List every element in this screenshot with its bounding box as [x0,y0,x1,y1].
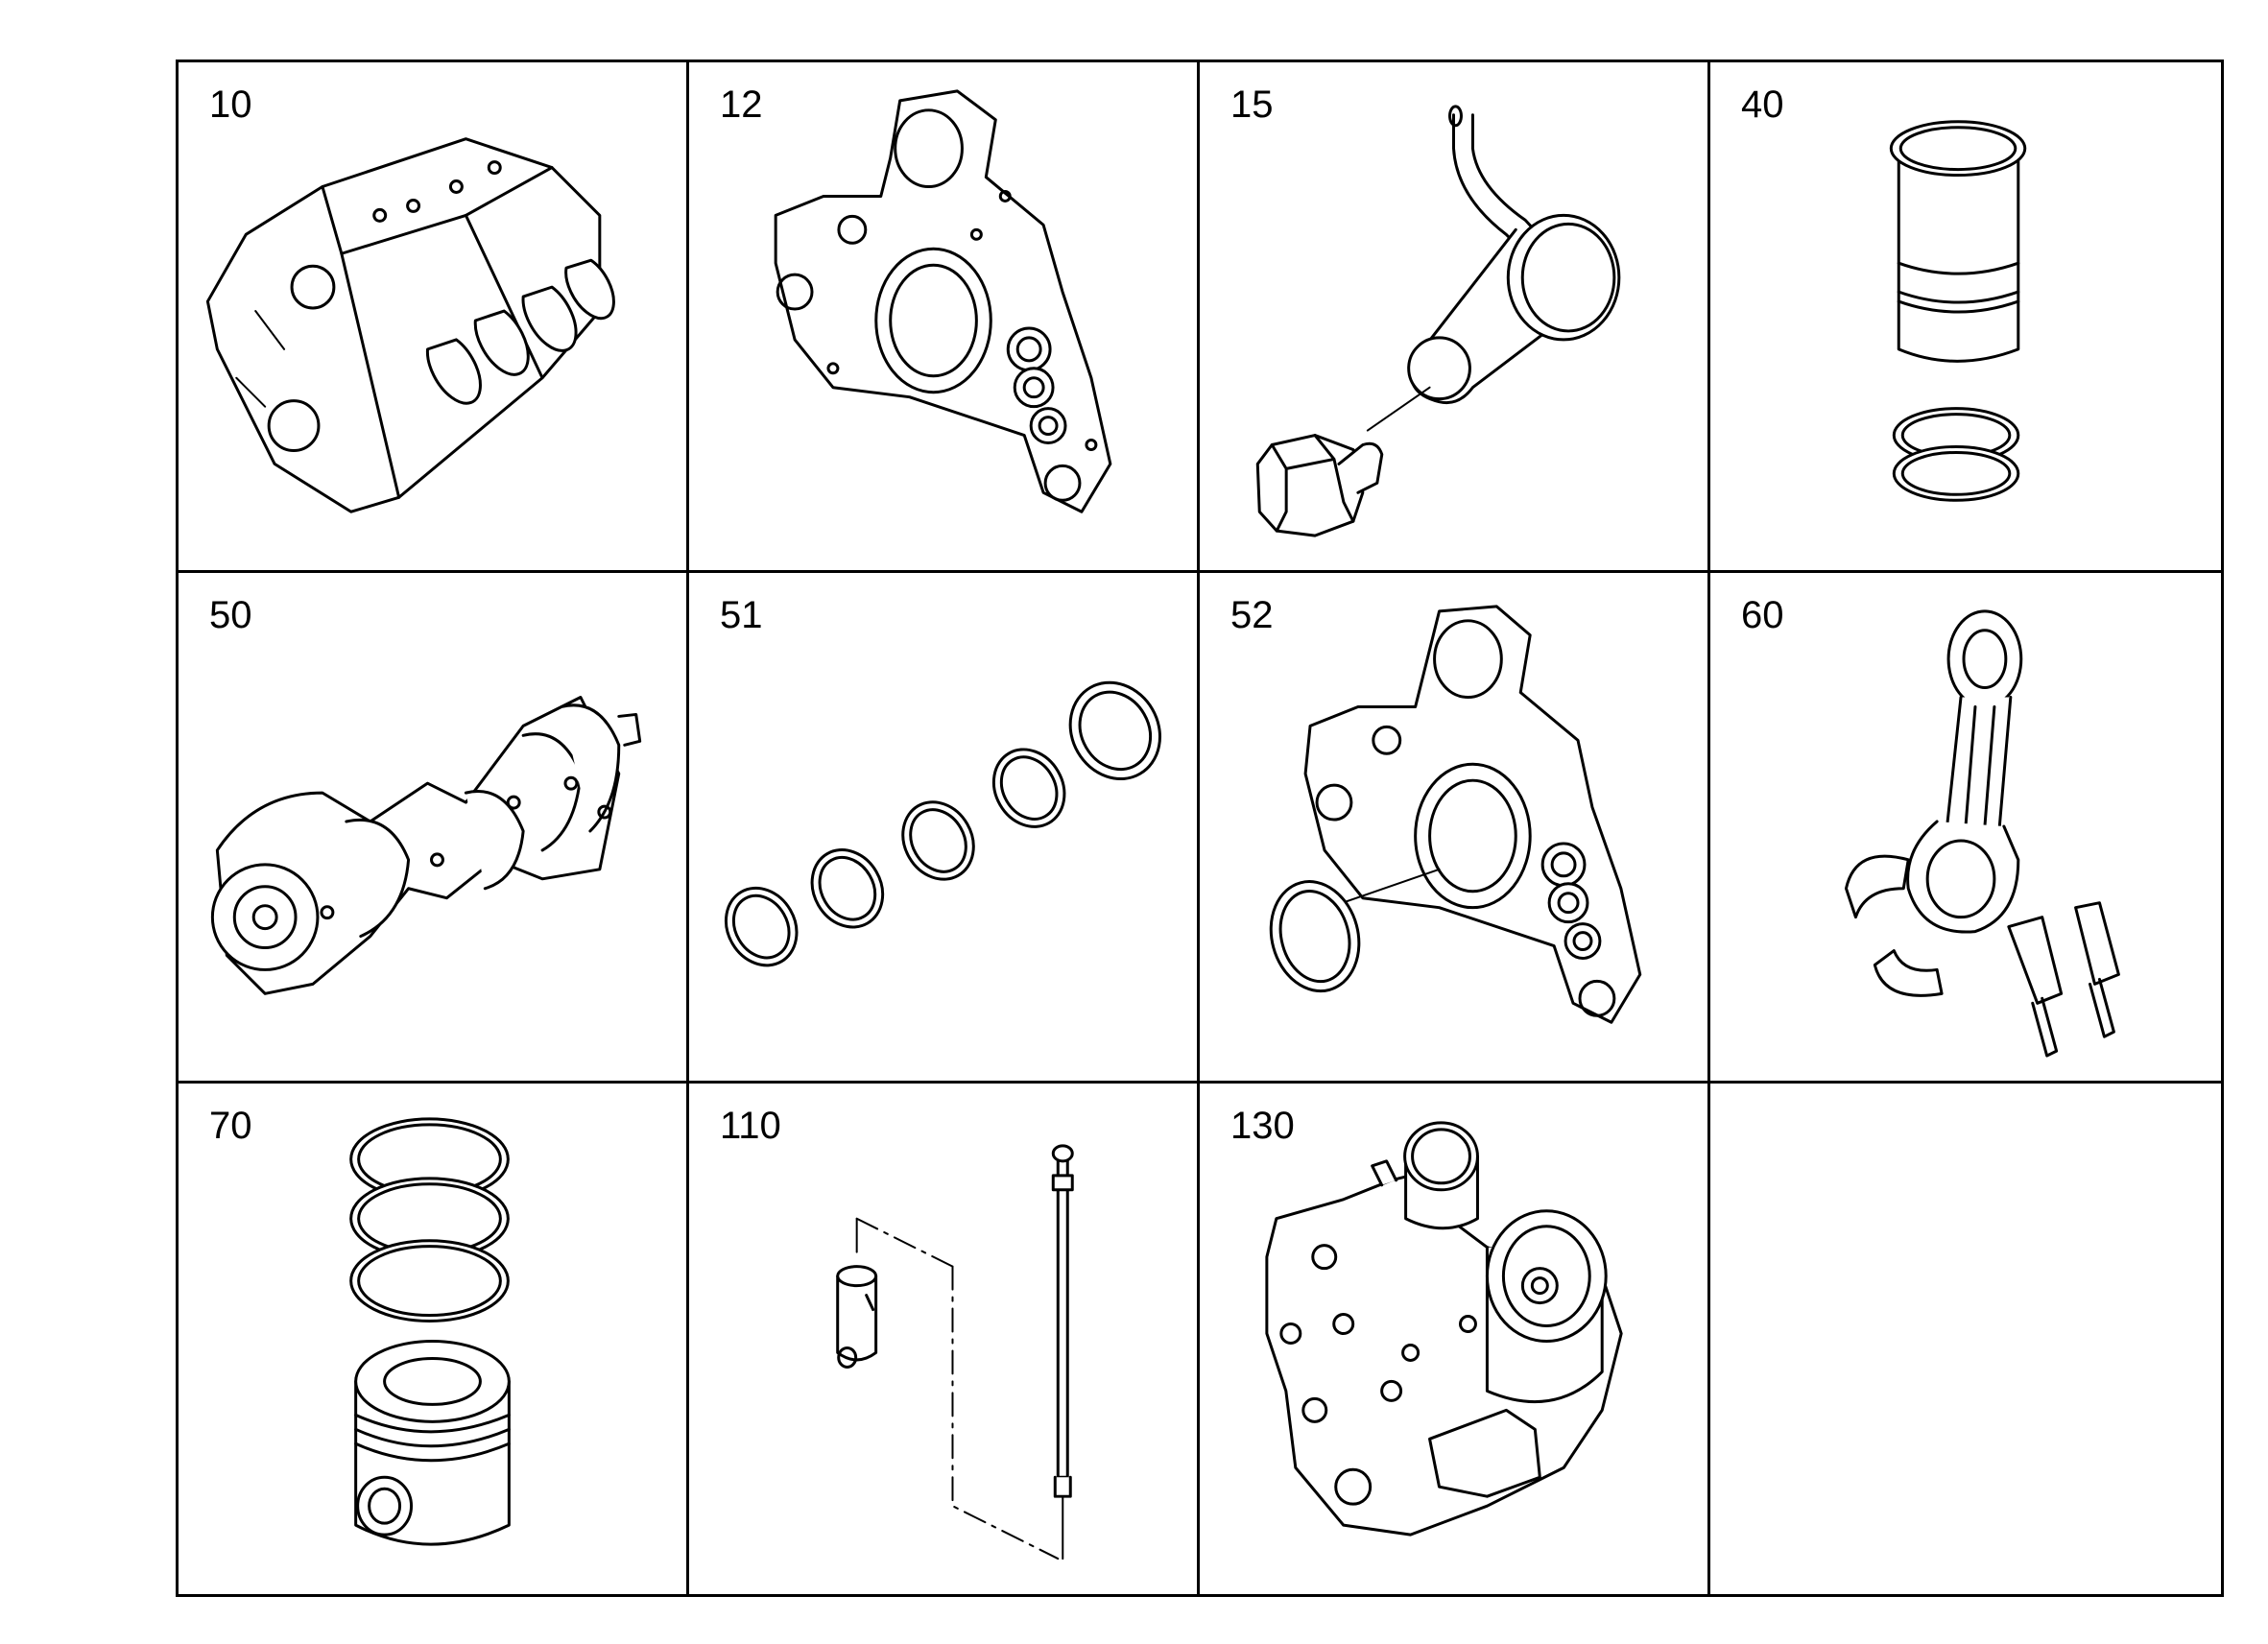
part-number: 51 [720,594,763,636]
part-cell-50[interactable]: 50 [179,573,689,1084]
cylinder-liner-icon [1889,120,2027,502]
tappet-and-push-rod-icon [836,1144,1074,1561]
part-cell-51[interactable]: 51 [689,573,1200,1084]
crankcase-cover-with-seal-icon [1269,605,1642,1024]
part-number: 110 [720,1105,781,1147]
crankshaft-icon [210,696,642,995]
part-cell-12[interactable]: 12 [689,62,1200,573]
part-cell-40[interactable]: 40 [1710,62,2221,573]
part-number: 70 [209,1105,252,1147]
part-cell-10[interactable]: 10 [179,62,689,573]
oil-spray-nozzle-icon [1255,105,1621,537]
parts-grid: 10 12 [176,60,2224,1597]
empty-cell [1710,1084,2221,1594]
connecting-rod-icon [1844,609,2120,1058]
part-number: 40 [1741,83,1784,126]
part-cell-110[interactable]: 110 [689,1084,1200,1594]
oil-filter-module-icon [1265,1121,1623,1537]
part-cell-70[interactable]: 70 [179,1084,689,1594]
part-number: 52 [1230,594,1274,636]
part-cell-130[interactable]: 130 [1200,1084,1710,1594]
main-bearing-shells-icon [724,680,1161,967]
part-number: 10 [209,83,252,126]
part-number: 15 [1230,83,1274,126]
part-cell-60[interactable]: 60 [1710,573,2221,1084]
part-number: 12 [720,83,763,126]
part-number: 60 [1741,594,1784,636]
part-cell-15[interactable]: 15 [1200,62,1710,573]
part-number: 50 [209,594,252,636]
engine-block-icon [205,137,615,513]
part-cell-52[interactable]: 52 [1200,573,1710,1084]
part-number: 130 [1230,1105,1295,1147]
piston-with-rings-icon [349,1117,511,1546]
timing-case-cover-icon [774,89,1112,513]
